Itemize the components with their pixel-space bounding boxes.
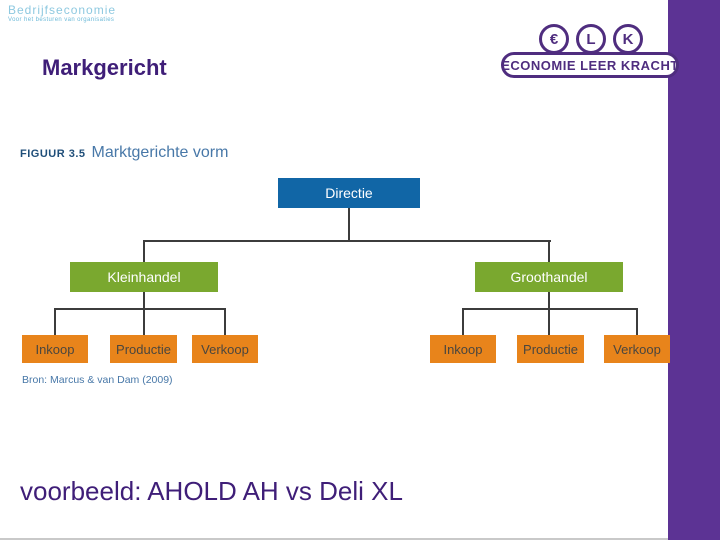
figure-caption-text: Marktgerichte vorm (91, 144, 229, 161)
connector-root-vertical (348, 208, 350, 242)
org-node-inkoop-left: Inkoop (22, 335, 88, 363)
connector-kleinhandel-vertical (143, 292, 145, 335)
brand-subtitle: Voor het besturen van organisaties (8, 17, 115, 23)
connector-left-inkoop-drop (54, 308, 56, 335)
org-node-inkoop-right: Inkoop (430, 335, 496, 363)
org-node-productie-left: Productie (110, 335, 177, 363)
org-node-productie-right: Productie (517, 335, 584, 363)
org-node-verkoop-left: Verkoop (192, 335, 258, 363)
connector-groothandel-drop (548, 240, 550, 262)
connector-kleinhandel-drop (143, 240, 145, 262)
elk-logo-circles: € L K (501, 24, 681, 54)
example-text: voorbeeld: AHOLD AH vs Deli XL (20, 476, 403, 506)
figure-source: Bron: Marcus & van Dam (2009) (22, 374, 173, 386)
connector-right-verkoop-drop (636, 308, 638, 335)
org-node-verkoop-right: Verkoop (604, 335, 670, 363)
org-node-directie: Directie (278, 178, 420, 208)
elk-logo-text: ECONOMIE LEER KRACHT (501, 52, 679, 78)
connector-right-inkoop-drop (462, 308, 464, 335)
figure-caption: FIGUUR 3.5 Marktgerichte vorm (20, 144, 228, 162)
l-circle-icon: L (576, 24, 606, 54)
figure-number: FIGUUR 3.5 (20, 148, 86, 160)
org-node-groothandel: Groothandel (475, 262, 623, 292)
connector-groothandel-vertical (548, 292, 550, 335)
brand-title: Bedrijfseconomie (8, 3, 117, 17)
right-accent-bar (668, 0, 720, 540)
connector-left-verkoop-drop (224, 308, 226, 335)
connector-level1-horizontal (143, 240, 551, 242)
elk-logo: € L K ECONOMIE LEER KRACHT (501, 24, 681, 78)
connector-left-horizontal (54, 308, 226, 310)
k-circle-icon: K (613, 24, 643, 54)
bottom-divider-line (0, 538, 668, 540)
slide-title: Markgericht (42, 55, 167, 80)
euro-circle-icon: € (539, 24, 569, 54)
org-node-kleinhandel: Kleinhandel (70, 262, 218, 292)
connector-right-horizontal (462, 308, 638, 310)
